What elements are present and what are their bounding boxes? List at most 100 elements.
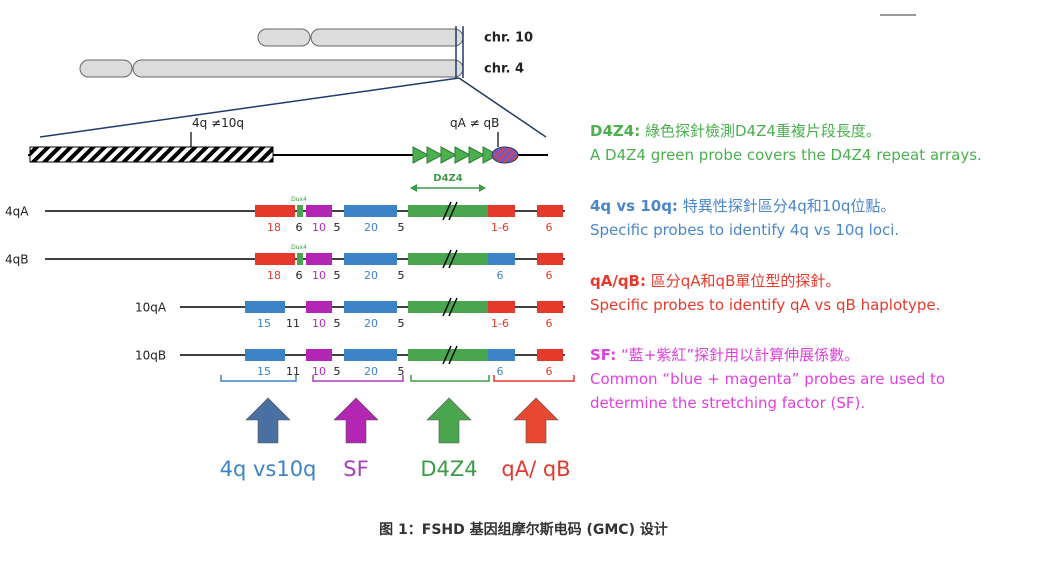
segment-number: 15 [257, 317, 271, 330]
legend-item: SF: “藍+紫紅”探針用以計算伸展係數。 Common “blue + mage… [590, 343, 945, 415]
hatched-region [29, 146, 274, 163]
group-label: D4Z4 [420, 457, 477, 481]
segment-number: 1-6 [491, 317, 509, 330]
legend-english-text: Specific probes to identify 4q vs 10q lo… [590, 221, 900, 239]
red-probe [255, 205, 295, 217]
dux4-label: Dux4 [291, 244, 307, 251]
legend-english-text: Specific probes to identify qA vs qB hap… [590, 296, 941, 314]
magenta-probe [306, 253, 332, 265]
blue-probe [245, 301, 285, 313]
chromosome-10: chr. 10 [257, 28, 533, 47]
magenta-probe [306, 349, 332, 361]
gmc-diagram: chr. 10 chr. 4 4q ≠10q qA ≠ qB D4Z4 [5, 26, 575, 481]
legend-chinese-text: 綠色探針檢測D4Z4重複片段長度。 [640, 122, 881, 140]
segment-number: 18 [267, 269, 281, 282]
red-probe [537, 253, 563, 265]
dux4-label: Dux4 [291, 196, 307, 203]
legend-chinese-text: 特異性探針區分4q和10q位點。 [677, 197, 896, 215]
qa-probe [488, 205, 515, 217]
segment-number: 6 [546, 365, 553, 378]
legend-key: 4q vs 10q: [590, 197, 678, 215]
legend-key: D4Z4: [590, 122, 641, 140]
zoomed-locus: 4q ≠10q qA ≠ qB [28, 116, 548, 164]
d4z4-span: D4Z4 [410, 173, 486, 192]
segment-number: 6 [296, 269, 303, 282]
group-bracket [312, 375, 404, 382]
d4z4-probe [408, 205, 488, 217]
segment-number: 5 [398, 269, 405, 282]
legend-english-text: determine the stretching factor (SF). [590, 394, 866, 412]
group-4: qA/ qB [493, 375, 575, 481]
segment-number: 5 [334, 317, 341, 330]
up-arrow-icon [426, 397, 472, 444]
group-label: SF [343, 457, 368, 481]
segment-number: 20 [364, 269, 378, 282]
up-arrow-icon [245, 397, 291, 444]
group-bracket [410, 375, 490, 382]
segment-number: 5 [334, 221, 341, 234]
segment-number: 5 [334, 365, 341, 378]
blue-probe [344, 205, 397, 217]
dux4-probe [297, 253, 303, 265]
legend-chinese-text: 區分qA和qB單位型的探針。 [646, 272, 841, 290]
chromosome-4: chr. 4 [79, 59, 524, 78]
segment-number: 6 [546, 269, 553, 282]
legend-chinese-text: “藍+紫紅”探針用以計算伸展係數。 [616, 346, 860, 364]
qb-probe [488, 253, 515, 265]
legend-heading: 4q vs 10q: 特異性探針區分4q和10q位點。 [590, 194, 899, 218]
segment-number: 10 [312, 317, 326, 330]
allele-name: 4qB [5, 253, 28, 267]
legend-heading: qA/qB: 區分qA和qB單位型的探針。 [590, 269, 940, 293]
segment-number: 6 [497, 365, 504, 378]
dux4-probe [297, 205, 303, 217]
magenta-probe [306, 205, 332, 217]
up-arrow-icon [333, 397, 379, 444]
label-4q-vs-10q: 4q ≠10q [192, 116, 244, 130]
segment-number: 11 [286, 365, 300, 378]
segment-number: 5 [398, 365, 405, 378]
d4z4-repeat-triangles [412, 146, 500, 164]
zoom-line-left [39, 77, 460, 138]
group-label: 4q vs10q [220, 457, 317, 481]
legend-item: 4q vs 10q: 特異性探針區分4q和10q位點。 Specific prob… [590, 194, 899, 242]
segment-number: 11 [286, 317, 300, 330]
group-1: 4q vs10q [220, 375, 317, 481]
segment-number: 6 [546, 221, 553, 234]
top-divider [880, 14, 916, 16]
magenta-probe [306, 301, 332, 313]
segment-number: 10 [312, 365, 326, 378]
d4z4-probe [408, 349, 488, 361]
d4z4-probe [408, 301, 488, 313]
allele-name: 10qB [135, 349, 166, 363]
group-label: qA/ qB [501, 457, 570, 481]
segment-number: 5 [334, 269, 341, 282]
segment-number: 1-6 [491, 221, 509, 234]
legend-english-text: A D4Z4 green probe covers the D4Z4 repea… [590, 146, 982, 164]
group-bracket [493, 375, 575, 382]
red-probe [537, 349, 563, 361]
figure-caption: 图 1：FSHD 基因组摩尔斯电码 (GMC) 设计 [379, 522, 668, 538]
segment-number: 6 [296, 221, 303, 234]
legend-item: qA/qB: 區分qA和qB單位型的探針。 Specific probes to … [590, 269, 940, 317]
legend-heading: D4Z4: 綠色探針檢測D4Z4重複片段長度。 [590, 119, 982, 143]
label-qa-vs-qb: qA ≠ qB [450, 116, 499, 130]
group-2: SF [312, 375, 404, 481]
segment-number: 20 [364, 221, 378, 234]
qa-probe [488, 301, 515, 313]
segment-number: 20 [364, 317, 378, 330]
d4z4-span-label: D4Z4 [433, 173, 463, 184]
blue-probe [344, 349, 397, 361]
red-probe [255, 253, 295, 265]
legend-heading: SF: “藍+紫紅”探針用以計算伸展係數。 [590, 343, 945, 367]
allele-name: 10qA [135, 301, 167, 315]
allele-name: 4qA [5, 205, 29, 219]
segment-number: 10 [312, 269, 326, 282]
legend-key: qA/qB: [590, 272, 646, 290]
segment-number: 18 [267, 221, 281, 234]
segment-number: 6 [546, 317, 553, 330]
legend-english-text: Common “blue + magenta” probes are used … [590, 370, 946, 388]
